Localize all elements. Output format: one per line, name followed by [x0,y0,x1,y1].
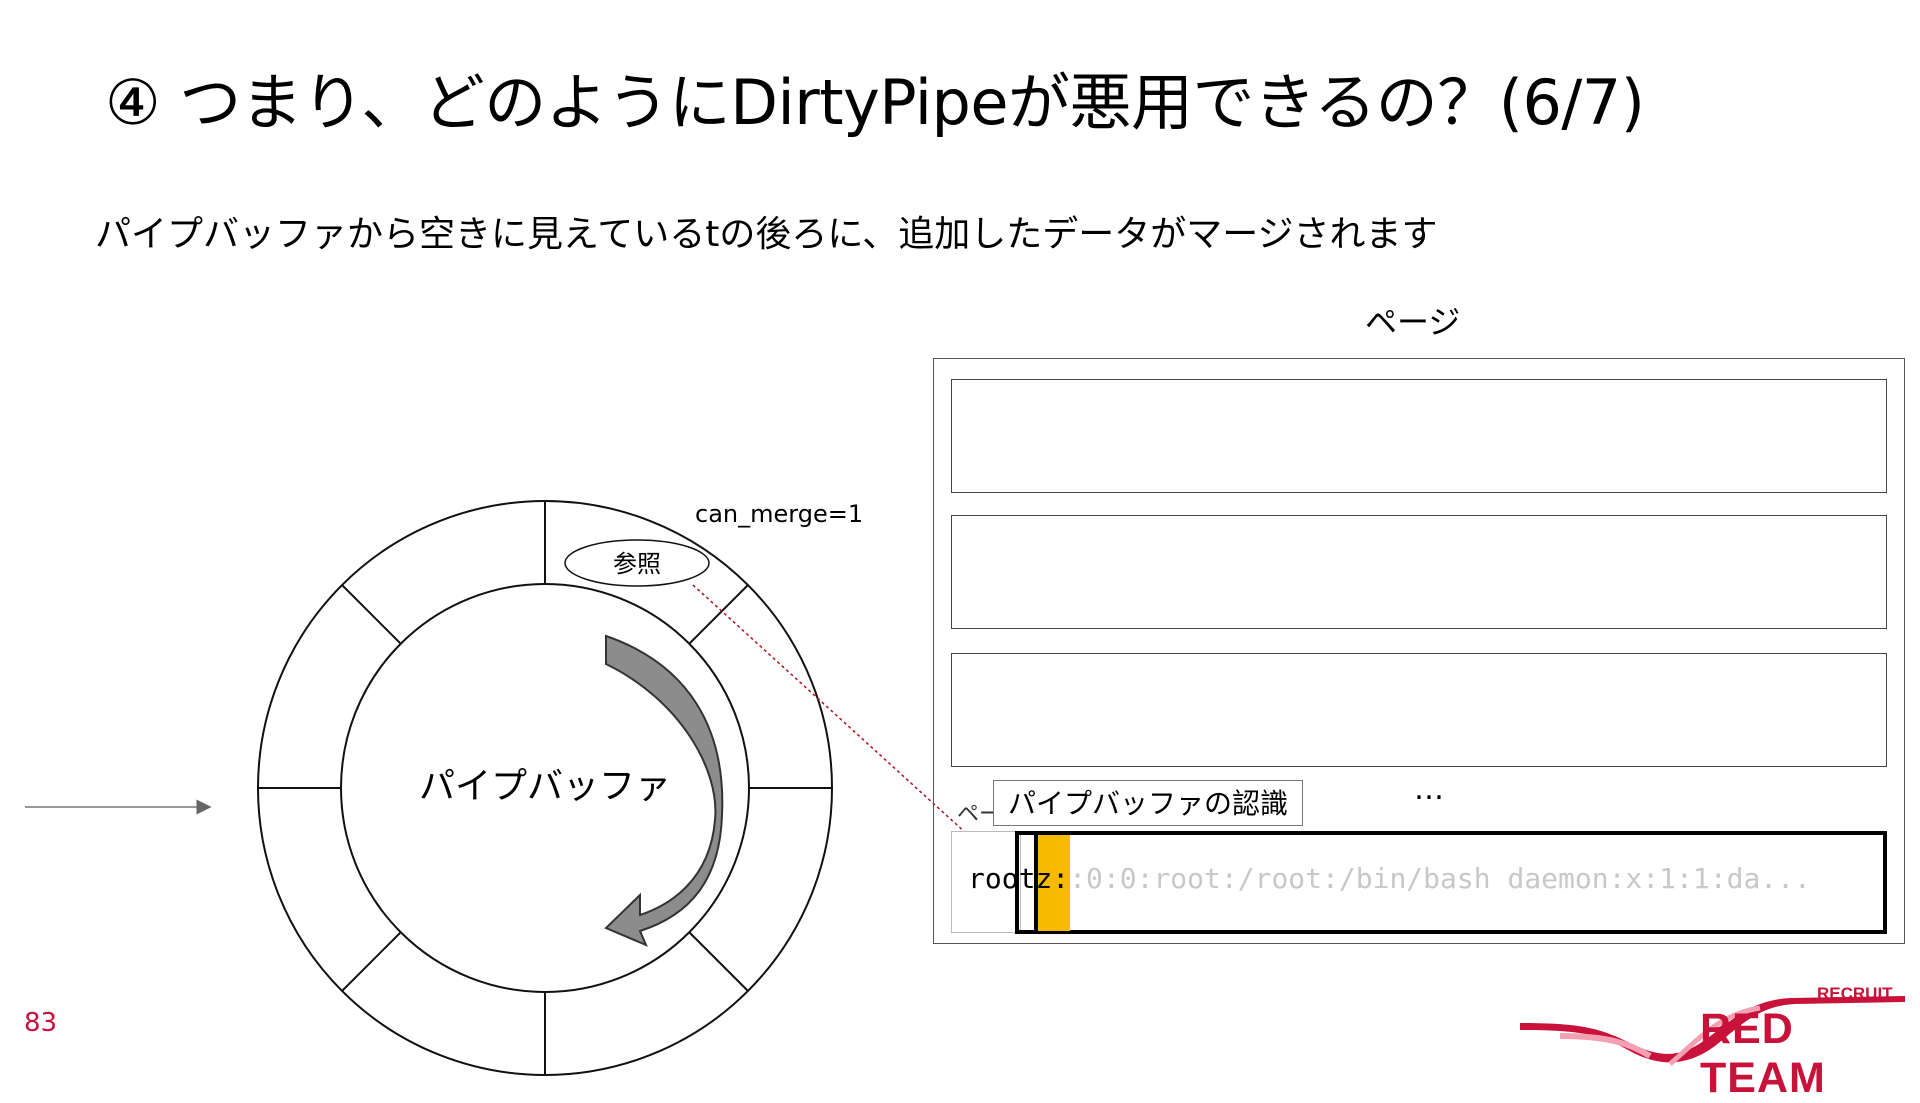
page-block-2 [951,515,1887,629]
data-visible: z: [1035,862,1070,895]
ellipsis: … [1414,772,1446,807]
flow-arrow [604,634,724,947]
data-prefix: root [968,862,1036,895]
page-data-line: rootz::0:0:root:/root:/bin/bash daemon:x… [968,862,1811,895]
logo-redteam-text: RED TEAM [1700,1005,1826,1102]
slide-title: ④ つまり、どのようにDirtyPipeが悪用できるの？(6/7) [105,66,1645,139]
merged-highlight [1038,835,1070,931]
page-block-3 [951,653,1887,767]
cursor-divider [1034,832,1038,933]
reference-bubble [564,539,710,587]
page-frame [933,358,1905,944]
slide-subtitle: パイプバッファから空きに見えているtの後ろに、追加したデータがマージされます [95,214,1438,255]
logo-swoosh-icon [1520,996,1905,1066]
pipe-buffer-diagram: パイプバッファ can_merge=1 参照 [25,500,1002,1076]
data-rest: :0:0:root:/root:/bin/bash daemon:x:1:1:d… [1069,862,1811,895]
page-label: ページ [1365,303,1461,341]
reference-label: 参照 [613,550,661,578]
recognition-label: パイプバッファの認識 [993,780,1304,826]
pipe-buffer-view [1015,831,1887,934]
ring-segments [258,501,832,1075]
page-buffer-box [951,831,1021,933]
logo-recruit-text: RECRUIT [1817,984,1893,1003]
slide-number: 83 [24,1008,58,1038]
page-block-1 [951,379,1887,493]
buffer-label: パイプバッファ [419,766,671,807]
can-merge-label: can_merge=1 [695,500,863,528]
